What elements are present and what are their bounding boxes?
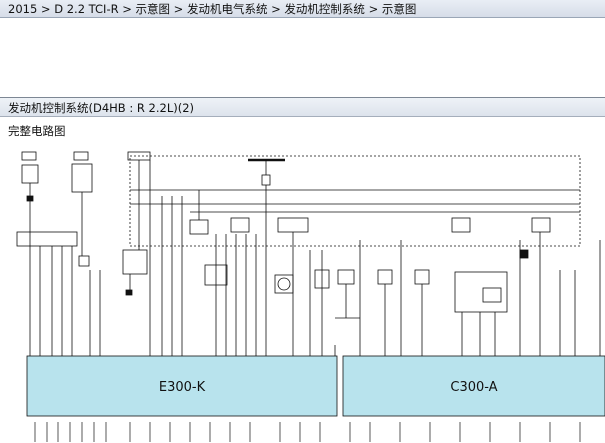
harness-dashed-box [129, 155, 581, 247]
ecu-label-c300-a: C300-A [450, 380, 497, 395]
panel-header [0, 98, 605, 117]
panel-subtitle: 完整电路图 [8, 124, 66, 138]
ecu-label-e300-k: E300-K [159, 380, 206, 395]
ecu-c300-a [342, 355, 605, 417]
bottom-pin-stubs [34, 422, 581, 442]
panel-title: 发动机控制系统(D4HB : R 2.2L)(2) [8, 101, 194, 115]
breadcrumb[interactable]: 2015 > D 2.2 TCI-R > 示意图 > 发动机电气系统 > 发动机… [8, 2, 417, 16]
fuse-main [261, 174, 271, 186]
breadcrumb-bar: 2015 > D 2.2 TCI-R > 示意图 > 发动机电气系统 > 发动机… [0, 0, 605, 18]
ecu-e300-k [26, 355, 338, 417]
diagram-panel: 发动机控制系统(D4HB : R 2.2L)(2) 完整电路图 [0, 97, 605, 443]
wiring [16, 151, 601, 356]
